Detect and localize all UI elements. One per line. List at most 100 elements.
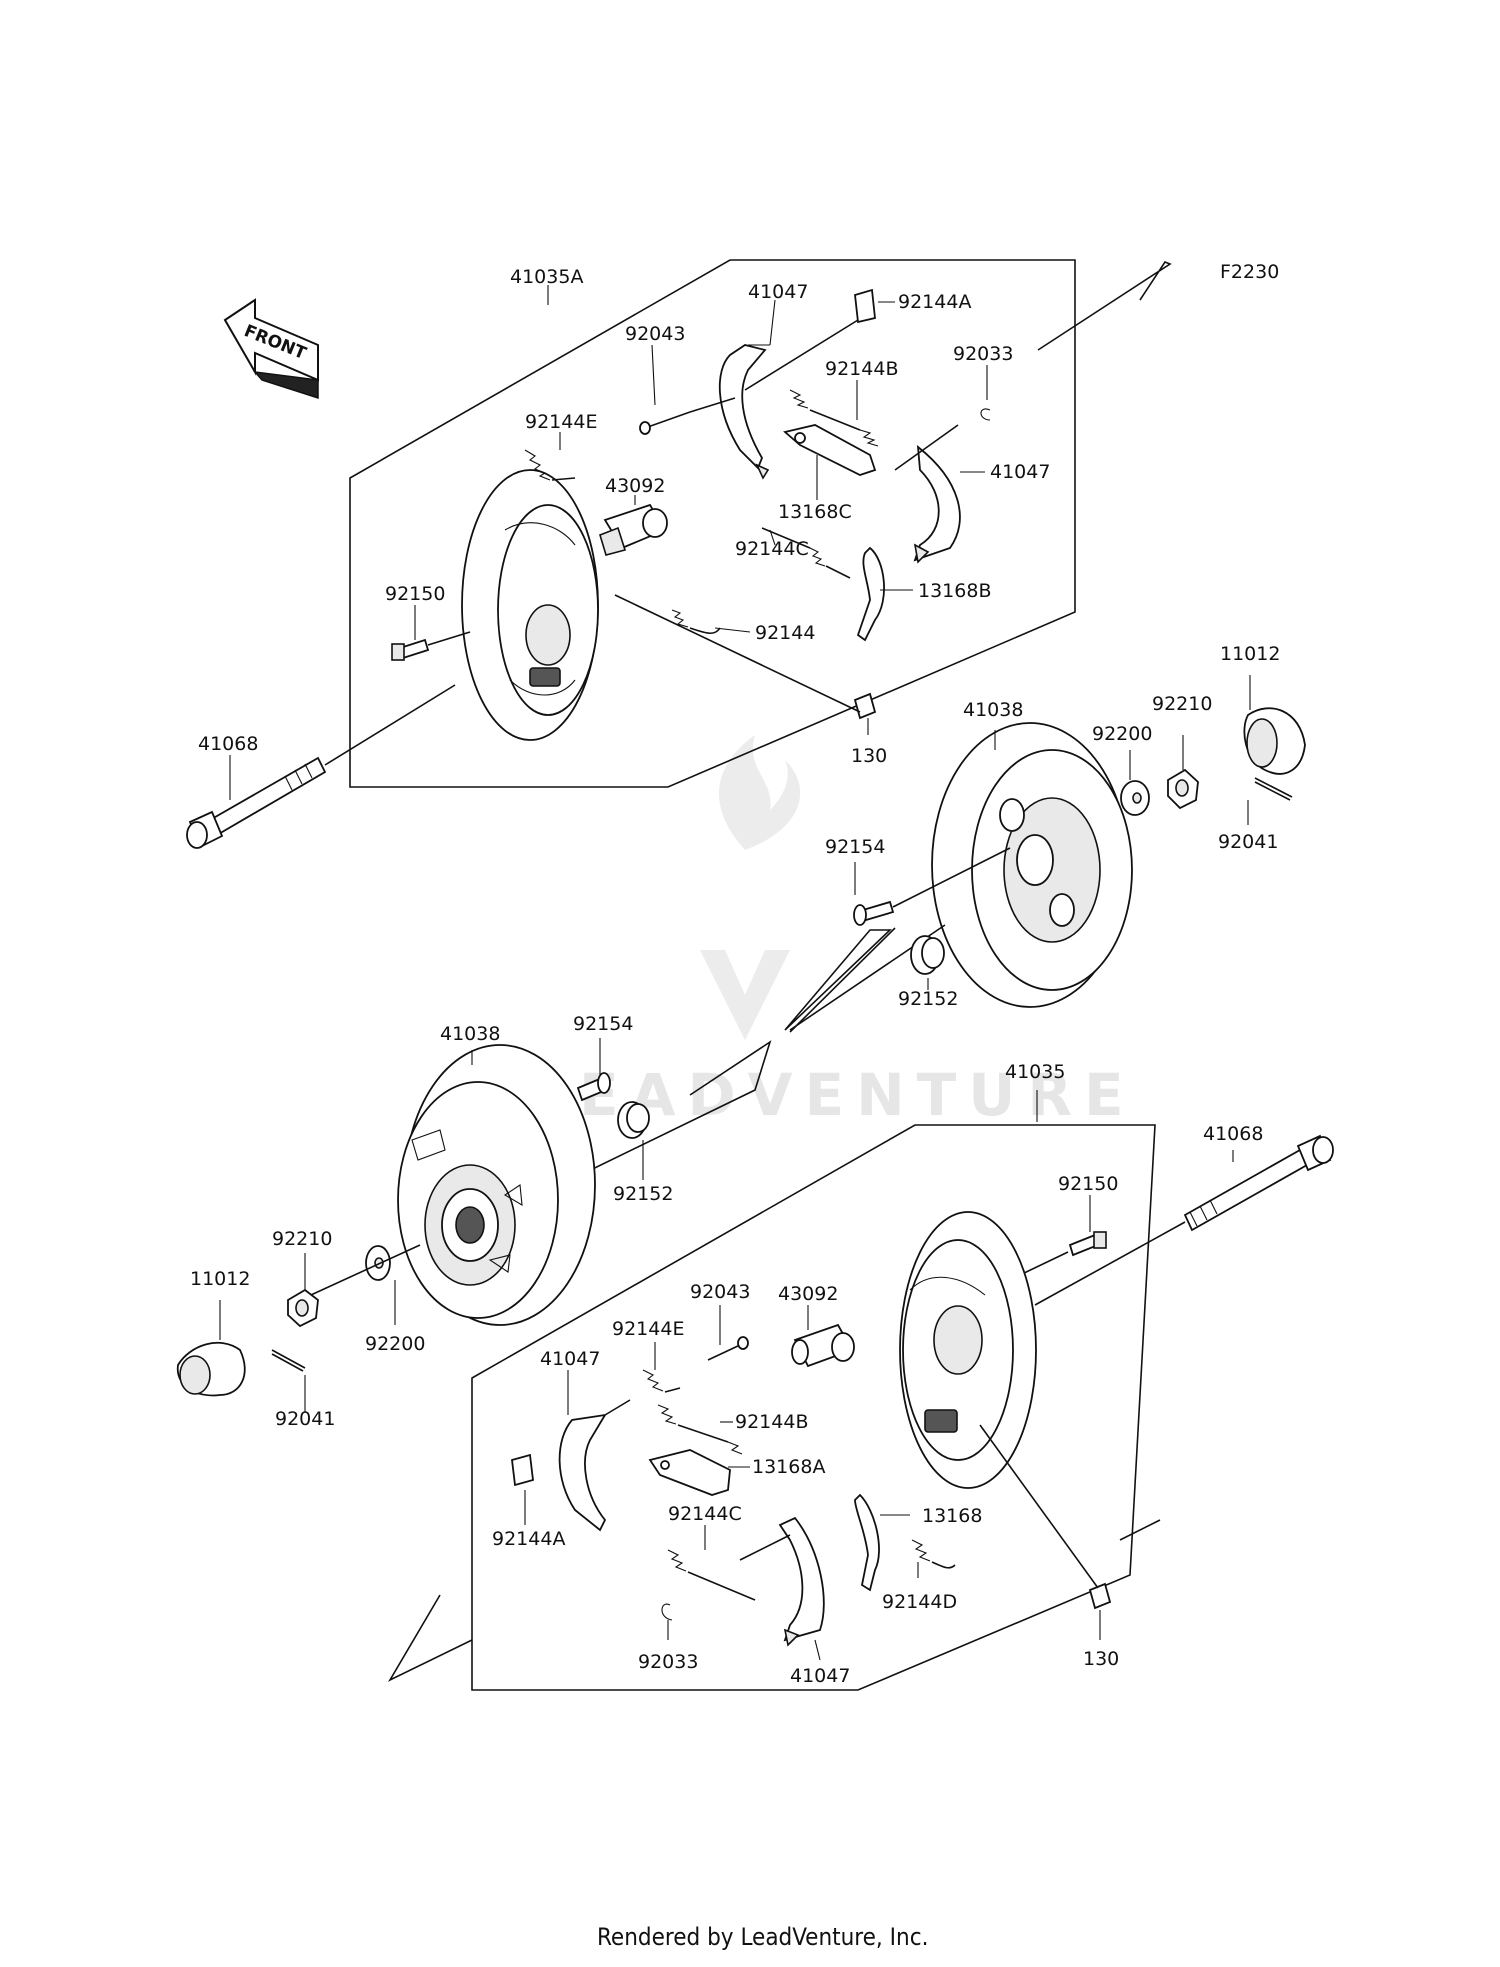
break-line-lower-top (569, 1040, 772, 1181)
label-92041-b[interactable]: 92041 (275, 1408, 335, 1430)
pin-92043-lower (707, 1336, 749, 1361)
clip-92144A-lower (511, 1453, 534, 1487)
label-92154-b[interactable]: 92154 (573, 1013, 633, 1035)
label-92152-b[interactable]: 92152 (613, 1183, 673, 1205)
label-92152-a[interactable]: 92152 (898, 988, 958, 1010)
brake-shoe-upper-a (718, 344, 770, 480)
brake-shoe-lower-b (739, 1516, 825, 1647)
label-92144E-a[interactable]: 92144E (525, 411, 597, 433)
label-13168C[interactable]: 13168C (778, 501, 852, 523)
label-92043-a[interactable]: 92043 (625, 323, 685, 345)
label-92144C-b[interactable]: 92144C (668, 1503, 742, 1525)
nut-92210-upper (1167, 768, 1199, 810)
frame-41035-notch (1119, 1519, 1161, 1541)
lower-assembly (176, 1040, 1334, 1691)
label-41047-a[interactable]: 41047 (748, 281, 808, 303)
label-92144D[interactable]: 92144D (882, 1591, 957, 1613)
label-41038-b[interactable]: 41038 (440, 1023, 500, 1045)
label-41038-a[interactable]: 41038 (963, 699, 1023, 721)
label-41068-a[interactable]: 41068 (198, 733, 258, 755)
axle-shaft-upper (186, 684, 456, 849)
brake-backing-plate-upper (461, 469, 599, 741)
bolt-92154-upper (853, 847, 1011, 926)
frame-41035 (471, 1124, 1156, 1691)
label-13168[interactable]: 13168 (922, 1505, 982, 1527)
lever-13168A (648, 1449, 731, 1496)
hub-cap-11012-lower (176, 1341, 246, 1397)
spring-92144E-lower (642, 1369, 681, 1393)
strut-13168 (854, 1493, 880, 1592)
label-92033-b[interactable]: 92033 (638, 1651, 698, 1673)
strut-13168B (856, 546, 885, 642)
seal-92152-upper (910, 935, 945, 975)
label-41035A[interactable]: 41035A (510, 266, 583, 288)
clip-92033-upper (980, 408, 991, 421)
label-41047-d[interactable]: 41047 (790, 1665, 850, 1687)
bolt-92154-lower (576, 1072, 611, 1102)
label-130-b[interactable]: 130 (1083, 1648, 1119, 1670)
part-labels: 41035A 41047 92144A 92043 92144B 92033 9… (190, 266, 1280, 1687)
washer-92200-lower (299, 1244, 421, 1301)
label-92144C-a[interactable]: 92144C (735, 538, 809, 560)
label-92150-a[interactable]: 92150 (385, 583, 445, 605)
clip-92033-lower (661, 1603, 673, 1621)
cotter-pin-92041-lower (271, 1349, 306, 1372)
cotter-pin-92041-upper (1254, 777, 1293, 801)
label-92200-b[interactable]: 92200 (365, 1333, 425, 1355)
label-43092-b[interactable]: 43092 (778, 1283, 838, 1305)
brake-shoe-lower-a (558, 1399, 631, 1532)
bolt-92150-lower (1019, 1231, 1107, 1276)
label-41047-b[interactable]: 41047 (990, 461, 1050, 483)
label-92210-a[interactable]: 92210 (1152, 693, 1212, 715)
break-line-mid-b (789, 927, 896, 1033)
label-92043-b[interactable]: 92043 (690, 1281, 750, 1303)
break-line-mid (784, 929, 892, 1031)
label-92144[interactable]: 92144 (755, 622, 815, 644)
spring-92144E-upper (524, 449, 576, 481)
front-arrow-icon: FRONT (223, 298, 319, 400)
footer-credit: Rendered by LeadVenture, Inc. (597, 1923, 928, 1951)
label-11012-b[interactable]: 11012 (190, 1268, 250, 1290)
label-92154-a[interactable]: 92154 (825, 836, 885, 858)
label-92210-b[interactable]: 92210 (272, 1228, 332, 1250)
label-92150-b[interactable]: 92150 (1058, 1173, 1118, 1195)
label-13168B[interactable]: 13168B (918, 580, 991, 602)
label-92144B-a[interactable]: 92144B (825, 358, 898, 380)
label-92033-a[interactable]: 92033 (953, 343, 1013, 365)
label-41035[interactable]: 41035 (1005, 1061, 1065, 1083)
label-130-a[interactable]: 130 (851, 745, 887, 767)
upper-assembly (186, 259, 1306, 1033)
spring-92144B-upper (789, 389, 879, 447)
label-92200-a[interactable]: 92200 (1092, 723, 1152, 745)
bolt-92150-upper (391, 631, 471, 661)
axle-shaft-lower (1034, 1134, 1334, 1306)
bolt-130-upper (614, 594, 877, 720)
spring-92144B-lower (657, 1404, 743, 1455)
label-13168A[interactable]: 13168A (752, 1456, 825, 1478)
label-92144A-b[interactable]: 92144A (492, 1528, 565, 1550)
frame-41035A (349, 259, 1076, 788)
label-43092-a[interactable]: 43092 (605, 475, 665, 497)
pin-92043-upper (639, 397, 736, 435)
brake-backing-plate-lower (899, 1211, 1037, 1489)
brake-drum-upper (789, 722, 1133, 1031)
break-line-upper (1037, 261, 1172, 351)
wheel-cylinder-upper (599, 503, 668, 556)
hub-cap-11012-upper (1243, 707, 1306, 775)
label-92144B-b[interactable]: 92144B (735, 1411, 808, 1433)
label-41068-b[interactable]: 41068 (1203, 1123, 1263, 1145)
spring-92144C-lower (667, 1549, 756, 1601)
break-line-lower (387, 1594, 473, 1682)
label-92144A-a[interactable]: 92144A (898, 291, 971, 313)
label-41047-c[interactable]: 41047 (540, 1348, 600, 1370)
label-11012-a[interactable]: 11012 (1220, 643, 1280, 665)
seal-92152-lower (617, 1101, 650, 1139)
brake-drum-lower (397, 1044, 596, 1326)
lever-13168C (783, 424, 877, 476)
washer-92200-upper (1120, 780, 1150, 816)
clip-92144A-upper (744, 288, 876, 391)
label-92144E-b[interactable]: 92144E (612, 1318, 684, 1340)
label-92041-a[interactable]: 92041 (1218, 831, 1278, 853)
